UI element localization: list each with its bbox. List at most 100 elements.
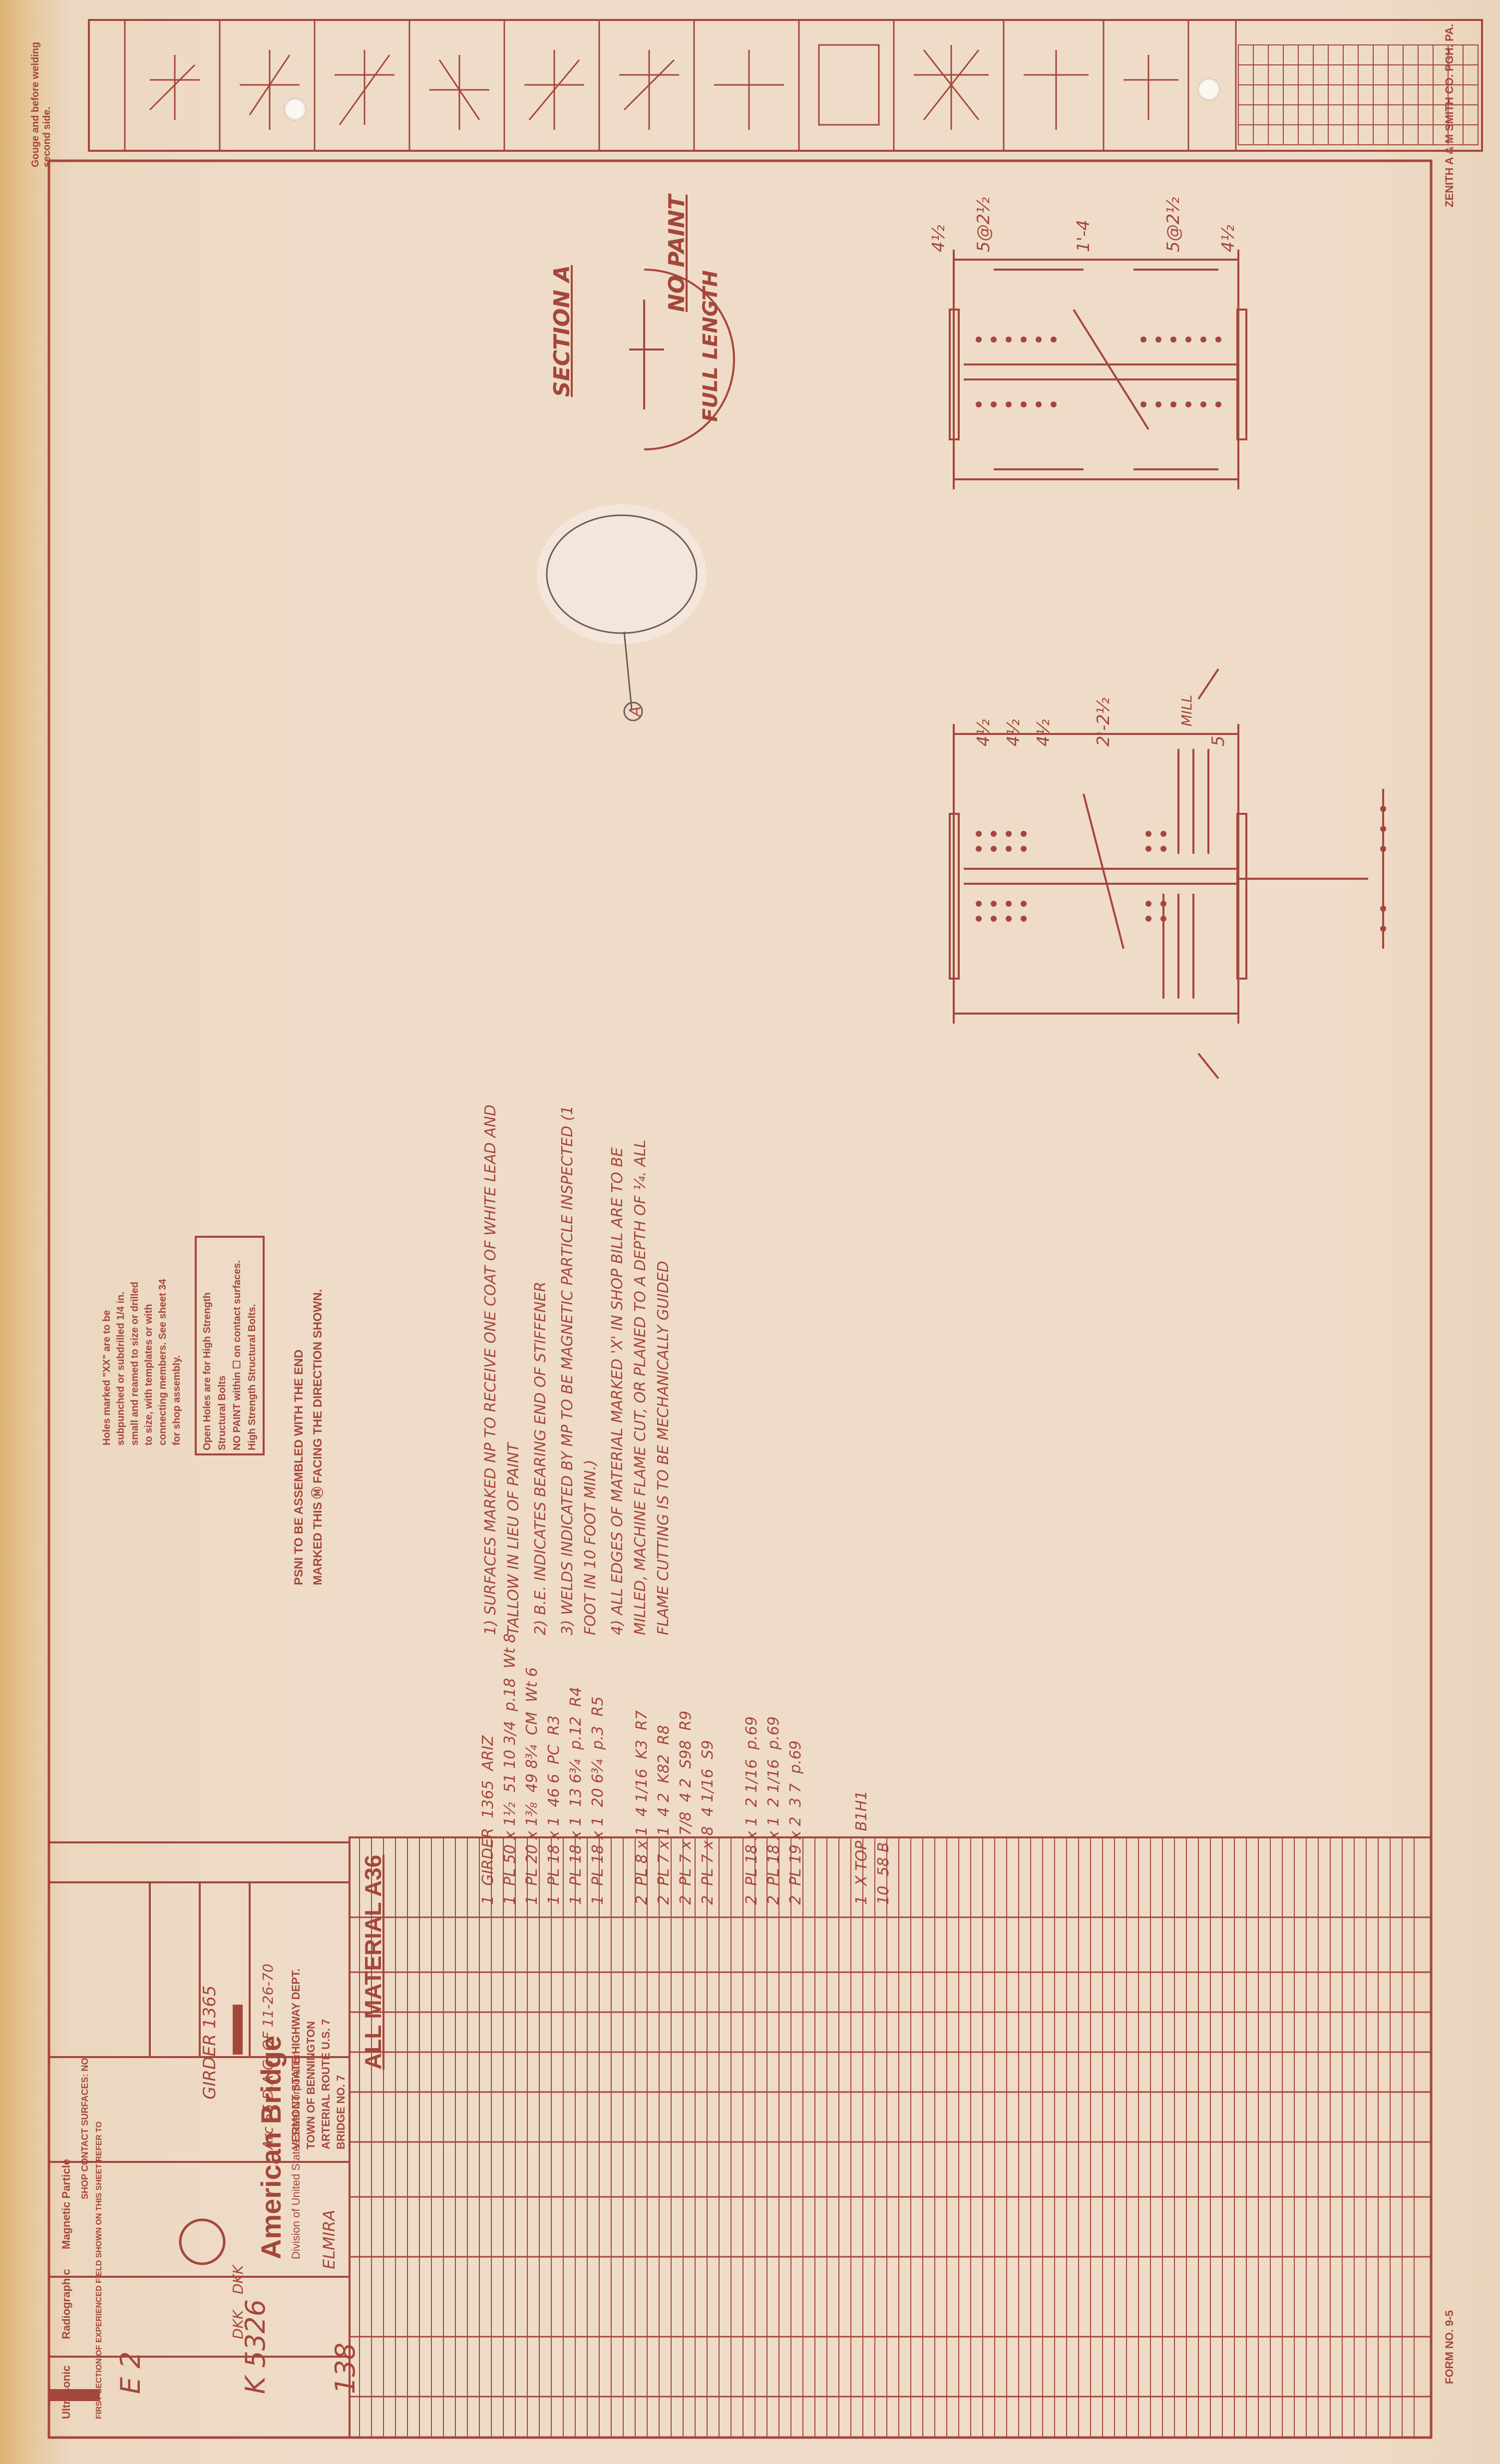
holes-line-3: small and reamed to size or drilled xyxy=(129,1282,140,1445)
punch-hole xyxy=(1197,78,1220,101)
dim-top-5: 4½ xyxy=(1218,225,1238,252)
bill-row: 2 PL 8 x 1 4 1/16 K3 R7 xyxy=(633,1711,651,1905)
bill-item: PL 20 x 1⅜ xyxy=(523,1802,541,1886)
bill-len: 3 7 xyxy=(787,1783,804,1807)
bolt-legend: Open Holes are for High Strength Structu… xyxy=(195,1236,265,1455)
ultrasonic-tag: Ultrasonic xyxy=(60,2365,72,2419)
bill-mark: K3 xyxy=(633,1740,651,1760)
dim-bottom-5: 5 xyxy=(1208,735,1228,746)
bill-item: PL 18 x 1 xyxy=(765,1816,782,1886)
bill-mark: p.12 xyxy=(567,1716,585,1750)
bill-len: 49 8¾ xyxy=(523,1745,541,1793)
bill-row: 1 PL 18 x 1 13 6¾ p.12 R4 xyxy=(567,1687,585,1905)
bill-mark: B1H1 xyxy=(853,1790,870,1831)
bill-row: 1 GIRDER 1365 ARIZ xyxy=(479,1736,497,1905)
bill-len: 20 6¾ xyxy=(589,1759,607,1807)
holes-line-4: to size, with templates or with xyxy=(143,1304,154,1445)
girder-end-detail-top xyxy=(949,250,1247,489)
bolt-legend-1: Open Holes are for High Strength xyxy=(202,1292,213,1450)
dim-top-1: 4½ xyxy=(929,225,949,252)
section-title: SECTION A xyxy=(549,265,575,397)
bill-mark: CM xyxy=(523,1712,541,1736)
bill-len: 4 2 xyxy=(677,1778,695,1802)
bill-remark: ARIZ xyxy=(479,1735,497,1771)
bill-item: X TOP xyxy=(853,1840,870,1886)
bill-mark: S9 xyxy=(699,1740,717,1760)
bill-no: 1 xyxy=(589,1895,607,1905)
bill-len: 2 1/16 xyxy=(765,1759,782,1807)
client-line-4: BRIDGE NO. 7 xyxy=(335,2075,347,2149)
bill-mark: p.69 xyxy=(765,1716,782,1750)
holes-line-1: Holes marked "XX" are to be xyxy=(101,1310,112,1445)
item-label: GIRDER 1365 xyxy=(200,1985,220,2100)
bill-remark: R4 xyxy=(567,1687,585,1707)
bill-item: PL 19 x 2 xyxy=(787,1816,804,1886)
bill-item: PL 7 x 1 xyxy=(655,1826,673,1886)
stain xyxy=(537,504,707,644)
detail-tag: A xyxy=(627,706,644,716)
bill-no: 2 xyxy=(743,1895,760,1905)
red-swatch xyxy=(233,2005,243,2055)
bill-no: 1 xyxy=(523,1895,541,1905)
holes-note: Holes marked "XX" are to be subpunched o… xyxy=(100,1246,184,1445)
bill-mark: p.69 xyxy=(743,1716,760,1750)
bolt-holes-bottom xyxy=(976,806,1386,932)
bill-row: 1 PL 50 x 1½ 51 10 3/4 p.18 Wt 8 xyxy=(501,1634,519,1905)
bill-item: PL 7 x 8 xyxy=(699,1826,717,1886)
no-paint-label: NO PAINT xyxy=(664,194,690,312)
dim-top-3: 1'-4 xyxy=(1074,220,1094,252)
radiographic-tag: Radiographic xyxy=(60,2269,72,2339)
dim-top-2: 5@2½ xyxy=(974,197,994,252)
bill-mark: 1365 xyxy=(479,1780,497,1818)
bill-no: 1 xyxy=(545,1895,563,1905)
holes-line-6: for shop assembly. xyxy=(171,1355,182,1445)
bill-no: 1 xyxy=(501,1895,519,1905)
dim-top-4: 5@2½ xyxy=(1163,197,1183,252)
bill-len: 4 1/16 xyxy=(699,1768,717,1817)
bill-remark: R8 xyxy=(655,1725,673,1745)
general-notes: 1) SURFACES MARKED NP TO RECEIVE ONE COA… xyxy=(479,1086,675,1635)
bolt-legend-2: Structural Bolts xyxy=(217,1375,228,1450)
bill-no: 2 xyxy=(699,1895,717,1905)
print-credit: ZENITH A & M SMITH CO. PGH. PA. xyxy=(1443,23,1456,207)
bill-item: PL 18 x 1 xyxy=(743,1816,760,1886)
bill-len: 4 1/16 xyxy=(633,1768,651,1817)
bill-item: PL 18 x 1 xyxy=(545,1816,563,1886)
dim-bottom-3: 4½ xyxy=(1034,719,1054,746)
bill-item: PL 18 x 1 xyxy=(567,1816,585,1886)
bill-row: 1 PL 18 x 1 20 6¾ p.3 R5 xyxy=(589,1697,607,1905)
all-material-label: ALL MATERIAL A36 xyxy=(360,1854,386,2070)
field-note: FIRST SECTION OF EXPERIENCED FIELD SHOWN… xyxy=(95,2121,103,2419)
bolt-legend-3: NO PAINT within ☐ on contact surfaces. xyxy=(232,1260,243,1450)
bill-table-lines xyxy=(349,1836,1432,2439)
bill-row: 1 X TOP B1H1 xyxy=(853,1790,870,1905)
bill-item: PL 18 x 1 xyxy=(589,1816,607,1886)
bill-len: 13 6¾ xyxy=(567,1759,585,1807)
bill-len: 51 10 3/4 xyxy=(501,1721,519,1793)
assembly-note: PSNI TO BE ASSEMBLED WITH THE END MARKED… xyxy=(290,1136,328,1585)
bill-no: 1 xyxy=(479,1895,497,1905)
bill-no: 2 xyxy=(633,1895,651,1905)
bill-item: GIRDER xyxy=(479,1827,497,1886)
detail-circle xyxy=(546,514,698,634)
shop-name: ELMIRA xyxy=(320,2209,339,2269)
bill-item: 58 B xyxy=(875,1842,892,1876)
bill-remark: R7 xyxy=(633,1710,651,1731)
bill-row: 1 PL 18 x 1 46 6 PC R3 xyxy=(545,1715,563,1905)
bill-remark: R3 xyxy=(545,1715,563,1736)
bill-mark: p.3 xyxy=(589,1726,607,1750)
contract-line: Arc 56 D.A.G. OF 11-26-70 xyxy=(260,1963,276,2149)
header-grid xyxy=(1238,44,1479,145)
bill-item: PL 50 x 1½ xyxy=(501,1802,519,1886)
bill-row: 2 PL 7 x 7/8 4 2 S98 R9 xyxy=(677,1711,695,1905)
sheet-bar xyxy=(50,2389,100,2401)
holes-line-5: connecting members. See sheet 34 xyxy=(157,1279,168,1445)
bill-remark: Wt 6 xyxy=(523,1667,541,1703)
erection-mark: E 2 xyxy=(115,2351,146,2394)
sheet-no: 138 xyxy=(330,2342,361,2394)
note-2: 2) B.E. INDICATES BEARING END OF STIFFEN… xyxy=(532,1281,549,1635)
bill-no: 2 xyxy=(787,1895,804,1905)
bolt-holes-top xyxy=(976,337,1221,407)
